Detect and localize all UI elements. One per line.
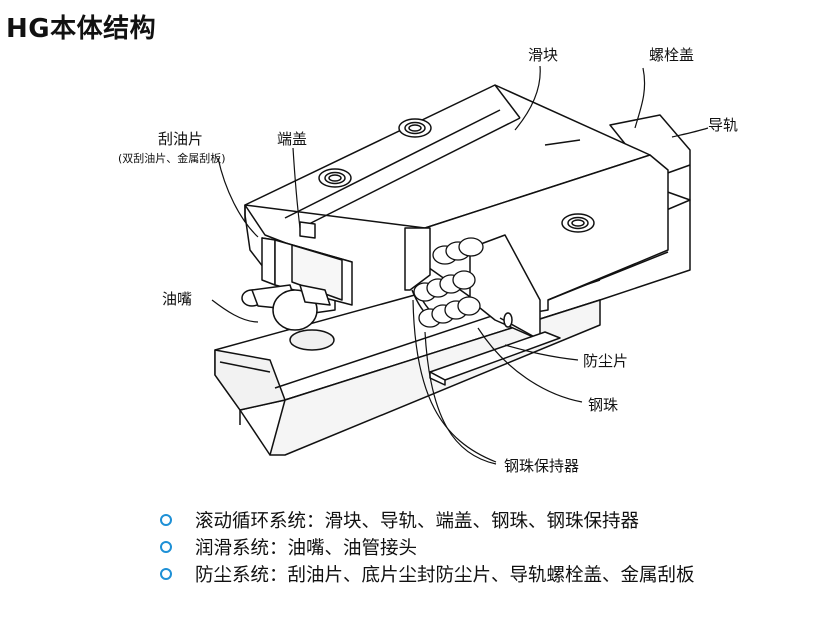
label-end-seal: 刮油片 [158,130,204,148]
label-ball: 钢珠 [588,396,619,414]
list-item: 滚动循环系统：滑块、导轨、端盖、钢珠、钢珠保持器 [160,508,695,535]
cutaway-section [404,227,541,341]
label-slider: 滑块 [528,46,559,64]
list-item: 防尘系统：刮油片、底片尘封防尘片、导轨螺栓盖、金属刮板 [160,562,695,589]
feature-text: 滚动循环系统：滑块、导轨、端盖、钢珠、钢珠保持器 [195,511,640,532]
bolt-holes [318,118,595,233]
hg-structure-diagram [211,65,709,465]
feature-text: 润滑系统：油嘴、油管接头 [195,538,418,559]
bullet-circle-icon [160,514,172,526]
label-rail: 导轨 [708,116,739,134]
bullet-circle-icon [160,541,172,553]
label-dust-seal: 防尘片 [583,352,629,370]
grease-nipple [241,284,335,351]
label-grease-nipple: 油嘴 [162,290,193,308]
page-title: HG本体结构 [6,14,157,44]
label-retainer: 钢珠保持器 [504,457,580,475]
steel-balls [413,237,484,328]
label-bolt-cap: 螺栓盖 [649,46,695,64]
label-end-cap: 端盖 [277,130,308,148]
feature-text: 防尘系统：刮油片、底片尘封防尘片、导轨螺栓盖、金属刮板 [195,565,695,586]
label-end-seal-note: (双刮油片、金属刮板) [118,152,226,165]
bullet-circle-icon [160,568,172,580]
feature-list: 滚动循环系统：滑块、导轨、端盖、钢珠、钢珠保持器 润滑系统：油嘴、油管接头 防尘… [160,508,695,589]
list-item: 润滑系统：油嘴、油管接头 [160,535,695,562]
leader-lines [211,65,709,465]
